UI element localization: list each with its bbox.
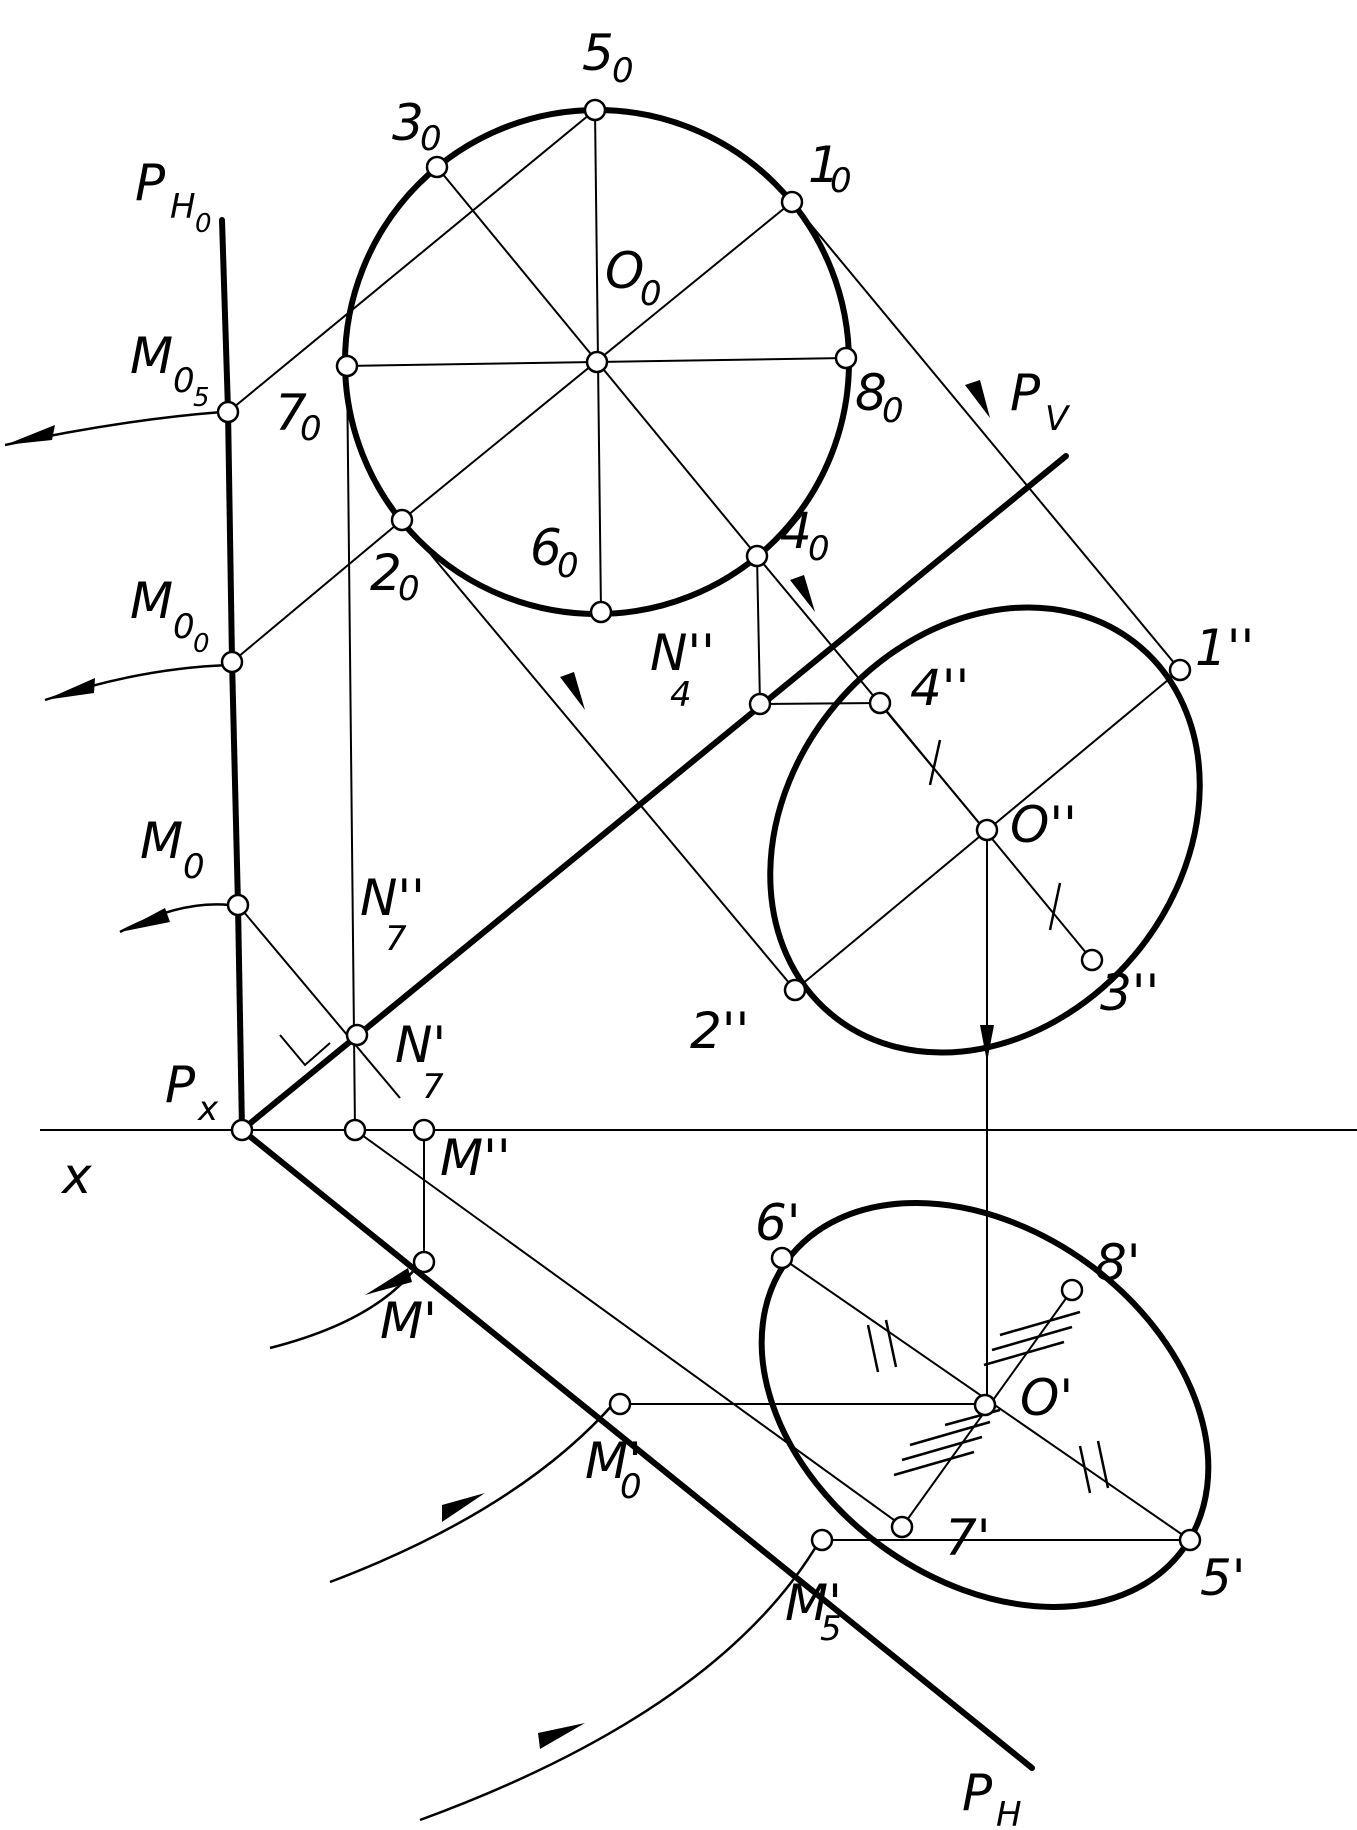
label-7-prime: 7' xyxy=(945,1509,991,1567)
svg-text:0: 0 xyxy=(830,161,852,201)
point-6-0 xyxy=(589,600,613,624)
point-2-dprime xyxy=(783,978,807,1002)
label-m0-prime: M' xyxy=(585,1432,642,1490)
point-o-dprime xyxy=(975,818,999,842)
label-5-0: 5 xyxy=(582,24,614,82)
svg-text:7: 7 xyxy=(422,1067,444,1107)
point-m-0 xyxy=(226,893,250,917)
point-m-0-0 xyxy=(220,650,244,674)
label-3-dprime: 3'' xyxy=(1100,964,1159,1022)
point-7-0 xyxy=(335,354,359,378)
svg-text:0: 0 xyxy=(195,209,212,239)
label-2-0: 2 xyxy=(370,544,402,602)
label-p-v: P xyxy=(1010,364,1041,422)
label-m-0-5: M xyxy=(130,327,173,385)
point-5-prime xyxy=(1178,1528,1202,1552)
svg-text:0: 0 xyxy=(173,361,195,401)
label-7-0: 7 xyxy=(275,384,307,442)
svg-text:4: 4 xyxy=(670,675,692,715)
point-m-dprime xyxy=(412,1118,436,1142)
svg-text:H: H xyxy=(170,187,196,227)
svg-text:x: x xyxy=(197,1089,219,1129)
svg-text:0: 0 xyxy=(557,546,579,586)
svg-text:0: 0 xyxy=(808,529,830,569)
point-3-dprime xyxy=(1080,948,1104,972)
label-m-0-0: M xyxy=(130,572,173,630)
svg-text:7: 7 xyxy=(385,919,407,959)
label-m-prime: M' xyxy=(380,1292,437,1350)
point-m-dprime-a xyxy=(343,1118,367,1142)
trace-p-v xyxy=(239,453,1069,1133)
svg-text:0: 0 xyxy=(193,629,210,659)
label-x-axis: x xyxy=(60,1147,92,1205)
svg-text:0: 0 xyxy=(420,119,442,159)
label-4-dprime: 4'' xyxy=(910,659,969,717)
point-4-dprime xyxy=(868,691,892,715)
point-p-x xyxy=(230,1118,254,1142)
label-m-dprime: M'' xyxy=(440,1129,511,1187)
label-m-0: M xyxy=(140,812,183,870)
svg-text:0: 0 xyxy=(612,51,634,91)
label-8-0: 8 xyxy=(855,364,887,422)
point-n4-dprime xyxy=(748,692,772,716)
svg-text:0: 0 xyxy=(882,391,904,431)
point-2-0 xyxy=(390,508,414,532)
point-4-0 xyxy=(745,544,769,568)
label-1-0: 1 xyxy=(808,136,840,194)
label-p-h0: P xyxy=(135,154,166,212)
trace-p-h xyxy=(239,1127,1035,1771)
svg-text:0: 0 xyxy=(300,409,322,449)
svg-text:0: 0 xyxy=(173,607,195,647)
point-m-0-5 xyxy=(216,400,240,424)
point-1-0 xyxy=(780,190,804,214)
frontal-projection-ellipse xyxy=(767,604,1203,1056)
point-8-0 xyxy=(834,346,858,370)
point-8-prime xyxy=(1060,1278,1084,1302)
label-p-h: P xyxy=(962,1764,993,1822)
arrowheads xyxy=(5,380,994,1749)
svg-text:0: 0 xyxy=(620,1467,642,1507)
label-1-dprime: 1'' xyxy=(1195,619,1254,677)
point-m0-prime xyxy=(608,1392,632,1416)
label-n4-dprime: N'' xyxy=(650,624,715,682)
svg-text:5: 5 xyxy=(820,1609,842,1649)
point-6-prime xyxy=(770,1246,794,1270)
svg-text:H: H xyxy=(996,1795,1022,1830)
trace-p-h0 xyxy=(219,217,245,1133)
label-o-dprime: O'' xyxy=(1010,796,1077,854)
point-o-0 xyxy=(585,350,609,374)
construction-lines xyxy=(227,109,1191,1541)
label-o-prime: O' xyxy=(1020,1369,1073,1427)
label-5-prime: 5' xyxy=(1200,1549,1246,1607)
point-7-prime xyxy=(890,1515,914,1539)
svg-text:5: 5 xyxy=(193,383,210,413)
labels: P H 0 M 0 5 M 0 0 M 0 P x x P V P H 5 0 … xyxy=(60,24,1254,1830)
label-2-dprime: 2'' xyxy=(690,1002,749,1060)
point-o-prime xyxy=(973,1393,997,1417)
point-m5-prime xyxy=(810,1528,834,1552)
point-n7-dprime xyxy=(345,1023,369,1047)
svg-text:V: V xyxy=(1045,399,1071,439)
svg-text:0: 0 xyxy=(398,569,420,609)
svg-text:0: 0 xyxy=(640,274,662,314)
label-n7-prime: N' xyxy=(395,1016,446,1074)
label-o-0: O xyxy=(605,242,644,300)
label-6-0: 6 xyxy=(530,519,562,577)
point-5-0 xyxy=(583,98,607,122)
label-8-prime: 8' xyxy=(1095,1234,1141,1292)
points xyxy=(216,98,1202,1552)
label-n7-dprime: N'' xyxy=(360,869,425,927)
point-m-prime xyxy=(412,1250,436,1274)
label-m5-prime: M' xyxy=(785,1574,842,1632)
svg-text:0: 0 xyxy=(183,847,205,887)
label-4-0: 4 xyxy=(780,502,812,560)
label-6-prime: 6' xyxy=(755,1194,801,1252)
label-p-x: P xyxy=(165,1056,196,1114)
label-3-0: 3 xyxy=(392,94,424,152)
point-3-0 xyxy=(425,155,449,179)
point-1-dprime xyxy=(1168,658,1192,682)
